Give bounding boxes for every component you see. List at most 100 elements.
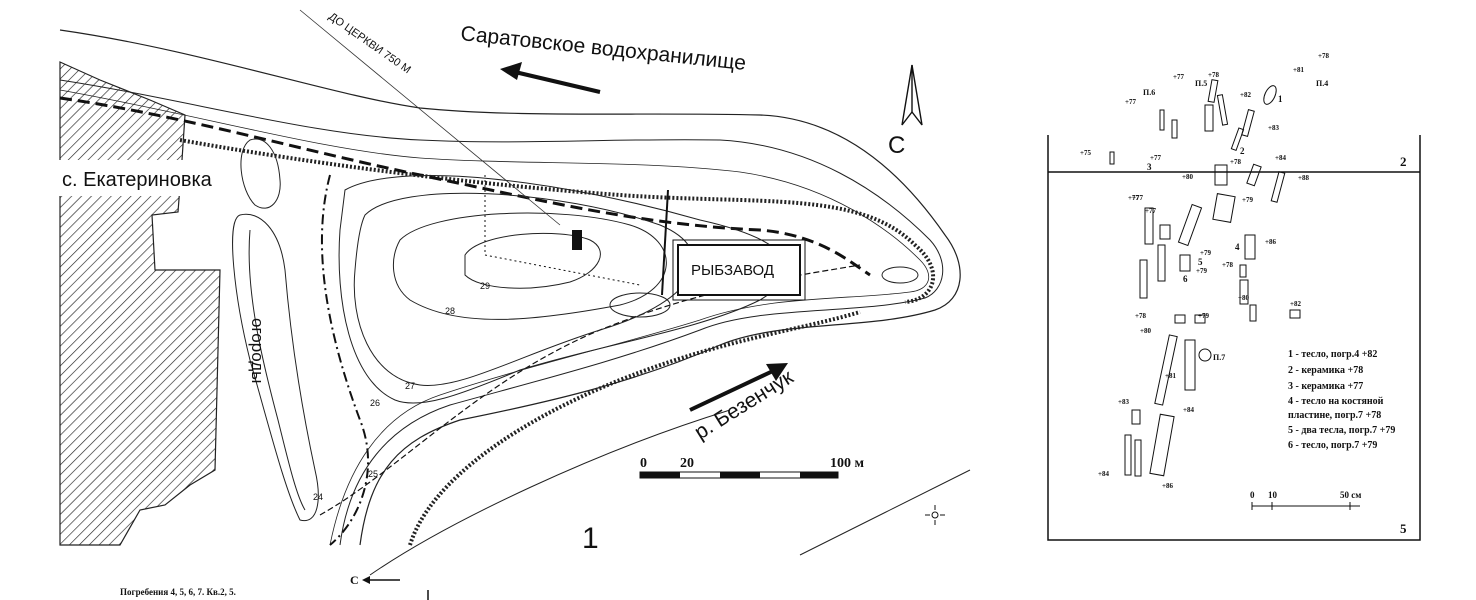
depth-mark: +82	[1240, 91, 1251, 99]
shore-line-inner	[59, 89, 930, 546]
depth-mark: +82	[1290, 300, 1301, 308]
depth-mark: +79	[1200, 249, 1211, 257]
dotted-trail	[484, 175, 641, 286]
depth-mark: +84	[1183, 406, 1194, 414]
vertical-mark	[661, 189, 669, 296]
plan-legend: 1 - тесло, погр.4 +82 2 - керамика +78 3…	[1288, 349, 1395, 451]
depth-mark: +83	[1118, 398, 1129, 406]
site-map: Саратовское водохранилище ДО ЦЕРКВИ 750 …	[52, 9, 971, 576]
depth-mark: +84	[1098, 470, 1109, 478]
burial-label: П.5	[1195, 79, 1207, 88]
river-label: р. Безенчук	[690, 365, 798, 444]
depth-mark: +78	[1135, 312, 1146, 320]
fishery-building-inner	[672, 239, 806, 301]
river-flow-arrow	[689, 363, 788, 412]
scale-tick: 100 м	[830, 456, 865, 471]
depth-mark: +79	[1196, 267, 1207, 275]
depth-mark: +78	[1318, 52, 1329, 60]
scale-tick: 0	[640, 456, 647, 471]
burial-label: П.7	[1213, 353, 1225, 362]
excavation-mark	[572, 230, 582, 250]
plan-frame	[1047, 135, 1421, 541]
caption-north-arrow-icon	[362, 576, 400, 584]
gardens-label: огороды	[248, 318, 267, 383]
depth-mark: +83	[1268, 124, 1279, 132]
legend-item: 5 - два тесла, погр.7 +79	[1288, 425, 1395, 436]
church-label: ДО ЦЕРКВИ 750 М	[326, 11, 412, 77]
depth-mark: +77	[1145, 207, 1156, 215]
legend-item: 6 - тесло, погр.7 +79	[1288, 440, 1377, 451]
map-scale-bar: 0 20 100 м	[639, 456, 865, 479]
contour-29	[464, 232, 601, 289]
depth-mark: +75	[1080, 149, 1091, 157]
excavation-plan: 2 5 П.6 П.5 П.4 П.7 1 2 3 4 5 6	[1047, 52, 1421, 541]
reservoir-flow-arrow	[500, 62, 601, 94]
contour-label: 24	[313, 492, 323, 502]
contour-26	[338, 175, 788, 404]
contour-label: 28	[445, 306, 455, 316]
contour-28	[392, 212, 667, 320]
depth-mark: +80	[1238, 294, 1249, 302]
river-bank	[799, 469, 971, 556]
depth-mark: +78	[1222, 261, 1233, 269]
contour-label: 29	[480, 281, 490, 291]
shore-line-mid	[59, 79, 944, 546]
plan-scale-bar: 0 10 50 см	[1250, 490, 1361, 510]
depth-mark: +84	[1275, 154, 1286, 162]
scale-tick: 20	[680, 456, 694, 471]
find-number: 1	[1278, 94, 1283, 104]
pond-east	[609, 292, 671, 318]
find-number: 2	[1240, 146, 1245, 156]
railway-lower	[408, 310, 861, 546]
legend-item: 3 - керамика +77	[1288, 381, 1363, 392]
depth-mark: +88	[1298, 174, 1309, 182]
depth-mark: +77	[1132, 194, 1143, 202]
caption-text: Погребения 4, 5, 6, 7. Кв.2, 5.	[120, 587, 236, 597]
depth-mark: +81	[1293, 66, 1304, 74]
plan-scale-tick: 10	[1268, 490, 1278, 500]
depth-mark: +86	[1162, 482, 1173, 490]
legend-item: 2 - керамика +78	[1288, 365, 1363, 376]
legend-item: 1 - тесло, погр.4 +82	[1288, 349, 1377, 360]
north-arrow-icon	[901, 64, 923, 126]
plan-scale-tick: 0	[1250, 490, 1255, 500]
depth-mark: +78	[1230, 158, 1241, 166]
gardens-outline-2	[248, 229, 306, 511]
railway	[179, 138, 935, 304]
square-number-5: 5	[1400, 521, 1407, 536]
figure-number-1: 1	[582, 522, 599, 555]
depth-mark: +79	[1242, 196, 1253, 204]
caption-north: С	[350, 573, 359, 587]
compass-icon	[925, 505, 945, 525]
find-number: 5	[1198, 257, 1203, 267]
village-hatched-area	[59, 61, 221, 546]
square-number-2: 2	[1400, 154, 1407, 169]
burial-label: П.4	[1316, 79, 1328, 88]
pond-east-2	[881, 266, 919, 284]
depth-mark: +79	[1198, 312, 1209, 320]
village-label-mask	[52, 160, 227, 196]
depth-mark: +80	[1182, 173, 1193, 181]
contour-27	[353, 192, 695, 386]
gardens-outline	[232, 213, 319, 522]
fishery-building	[677, 244, 801, 296]
depth-mark: +78	[1208, 71, 1219, 79]
depth-mark: +77	[1150, 154, 1161, 162]
skeleton-bones	[1109, 79, 1301, 477]
find-number: 6	[1183, 274, 1188, 284]
find-number: 4	[1235, 242, 1240, 252]
depth-mark: +77	[1128, 194, 1139, 202]
depth-mark: +86	[1265, 238, 1276, 246]
burial-label: П.6	[1143, 88, 1155, 97]
contour-label: 27	[405, 381, 415, 391]
pond	[240, 138, 281, 209]
church-line	[299, 9, 561, 226]
depth-marks: +78 +81 +77 +78 +82 +77 +75 +83 +77 +78 …	[1080, 52, 1329, 490]
find-number: 3	[1147, 162, 1152, 172]
reservoir-label: Саратовское водохранилище	[459, 22, 747, 75]
depth-mark: +80	[1140, 327, 1151, 335]
plan-scale-tick: 50 см	[1340, 490, 1361, 500]
shore-line-outer	[59, 29, 961, 546]
depth-mark: +77	[1173, 73, 1184, 81]
